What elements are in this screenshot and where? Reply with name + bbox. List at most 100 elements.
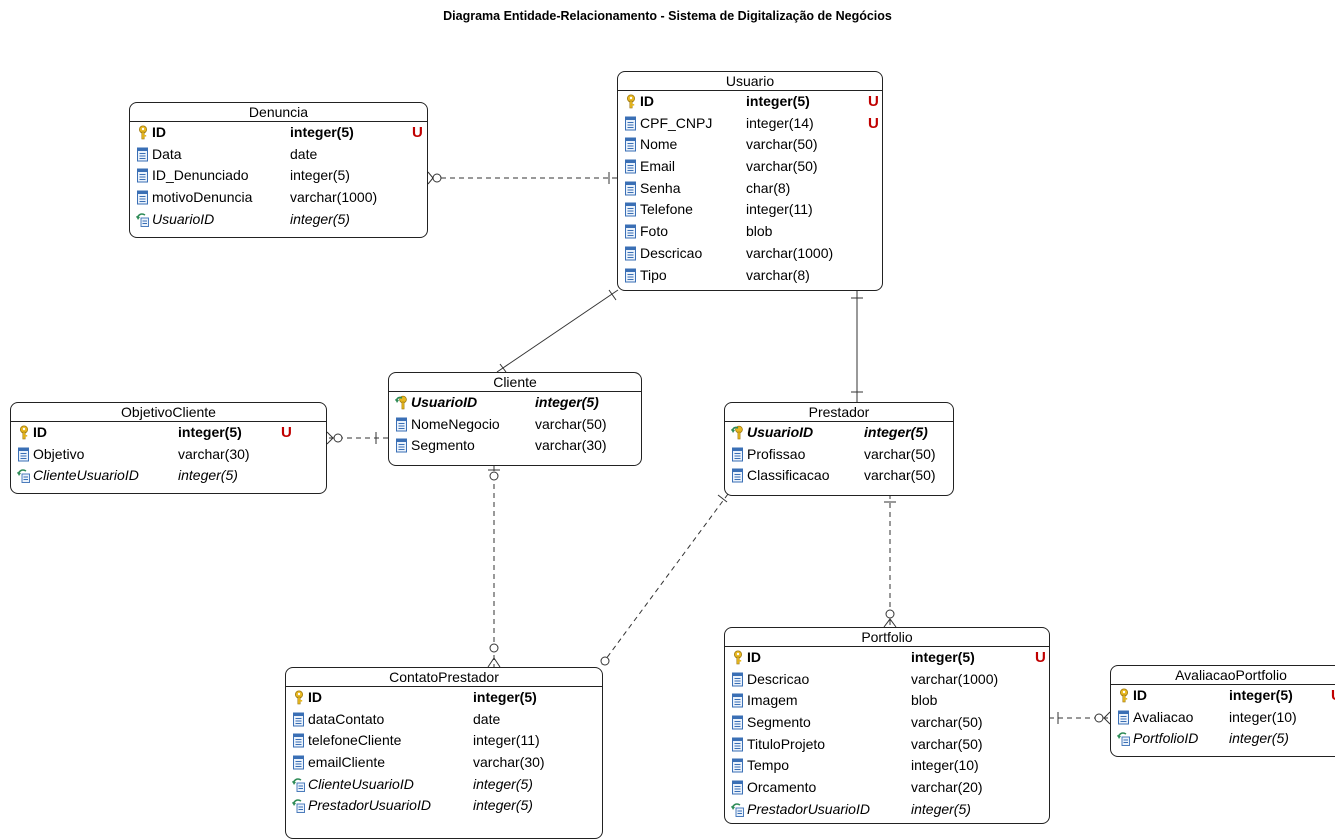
column-type: varchar(8): [746, 266, 810, 283]
column-icon: [731, 737, 745, 752]
column-name: dataContato: [308, 710, 385, 727]
column-icon: [395, 417, 409, 432]
column-type: integer(5): [535, 394, 599, 410]
column-name: Data: [152, 145, 182, 162]
column-type: varchar(30): [473, 754, 545, 771]
column-name: motivoDenuncia: [152, 189, 253, 206]
unique-icon: U: [868, 114, 879, 132]
primary-foreign-key-icon: [395, 395, 409, 410]
column-type: varchar(50): [864, 467, 936, 484]
entity-title: AvaliacaoPortfolio: [1111, 666, 1335, 685]
column-icon: [1117, 710, 1131, 725]
column-icon: [624, 246, 638, 261]
column-name: Profissao: [747, 445, 806, 462]
column-type: integer(10): [1229, 708, 1297, 725]
column-icon: [136, 147, 150, 162]
primary-key-icon: [17, 425, 31, 440]
column-name: Objetivo: [33, 445, 85, 462]
column-name: CPF_CNPJ: [640, 114, 713, 131]
entity-title: ObjetivoCliente: [11, 403, 326, 422]
foreign-key-icon: [292, 777, 306, 792]
primary-key-icon: [1117, 688, 1131, 703]
column-name: ID: [152, 124, 166, 140]
column-icon: [292, 712, 306, 727]
entity-avaliacao-portfolio[interactable]: AvaliacaoPortfolioIDinteger(5)UAvaliacao…: [1110, 665, 1335, 757]
column-icon: [731, 693, 745, 708]
column-name: Descricao: [640, 244, 703, 261]
column-name: Email: [640, 158, 676, 175]
column-type: integer(5): [178, 424, 242, 440]
primary-key-icon: [731, 650, 745, 665]
link-cliente-objetivo-circle: [333, 433, 343, 443]
column-type: char(8): [746, 179, 791, 196]
column-type: integer(5): [1229, 730, 1289, 747]
column-type: integer(5): [473, 797, 533, 814]
column-type: integer(5): [911, 649, 975, 665]
entity-title: Usuario: [618, 72, 882, 91]
unique-icon: U: [1035, 649, 1046, 666]
diagram-title: Diagrama Entidade-Relacionamento - Siste…: [443, 9, 892, 23]
column-name: NomeNegocio: [411, 415, 500, 432]
primary-key-icon: [292, 690, 306, 705]
column-icon: [731, 468, 745, 483]
column-icon: [731, 672, 745, 687]
column-type: integer(5): [864, 424, 928, 440]
column-type: varchar(20): [911, 779, 983, 796]
column-type: varchar(1000): [911, 670, 999, 687]
entity-title: Denuncia: [130, 103, 427, 122]
column-type: integer(5): [746, 93, 810, 109]
column-icon: [624, 181, 638, 196]
entity-title: Portfolio: [725, 628, 1049, 647]
column-type: integer(5): [290, 167, 350, 184]
link-usuario-cliente: [496, 289, 619, 373]
foreign-key-icon: [292, 798, 306, 814]
